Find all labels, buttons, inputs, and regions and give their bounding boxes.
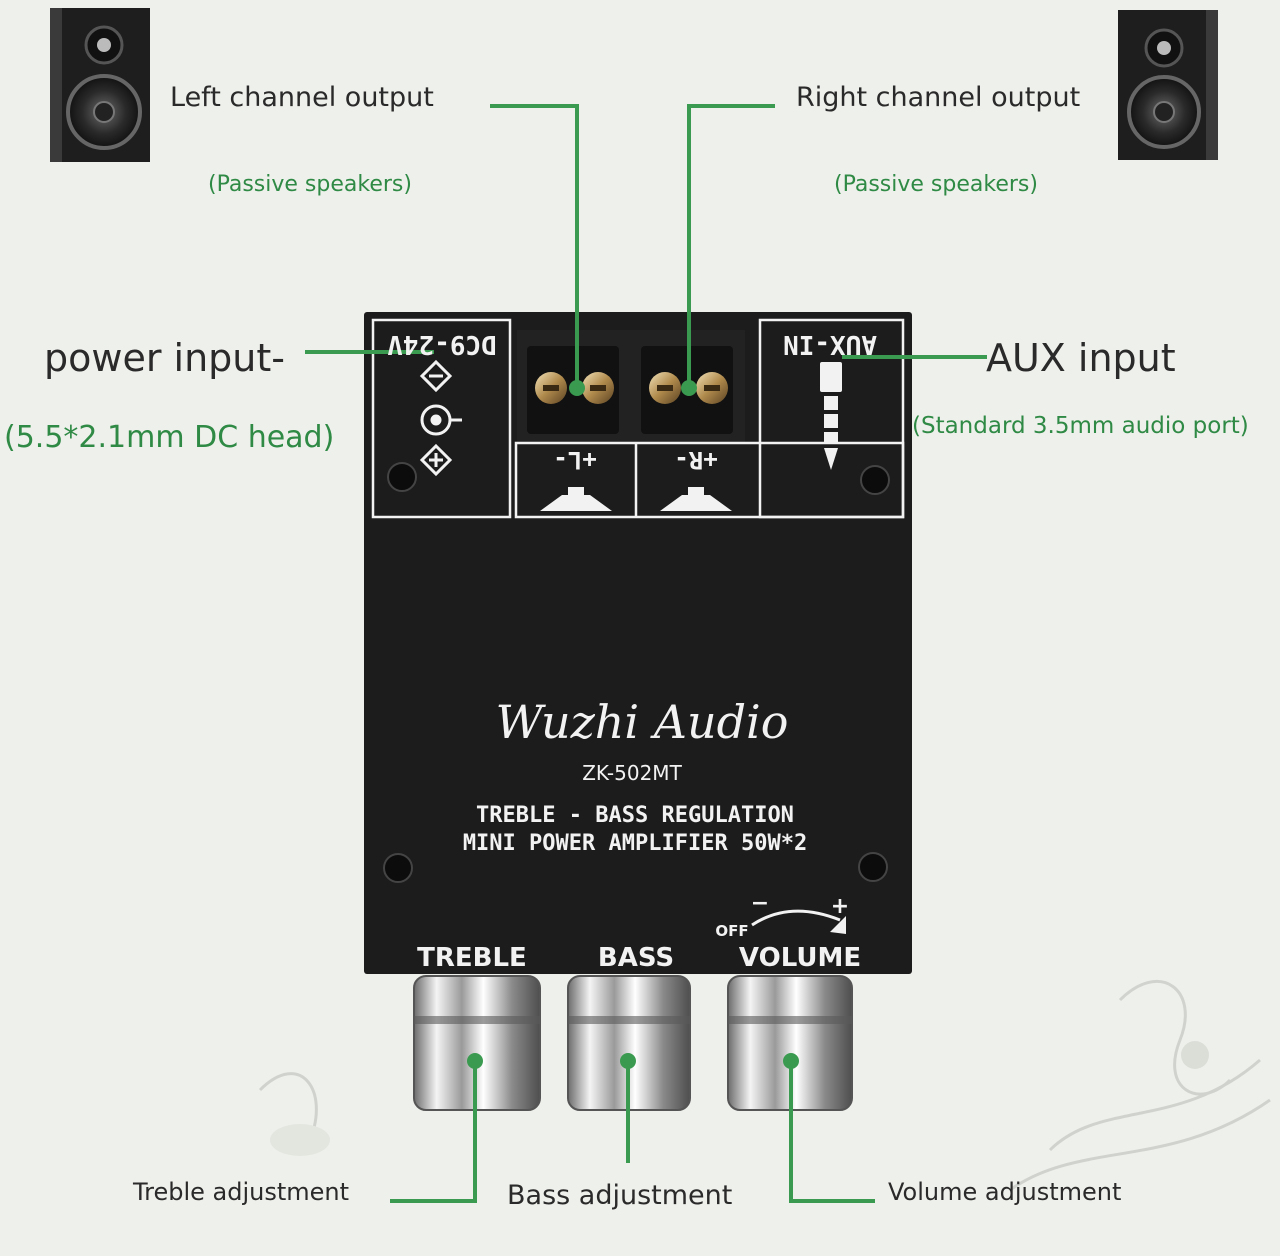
volume-adjustment-label: Volume adjustment xyxy=(888,1178,1122,1206)
model-number: ZK-502MT xyxy=(582,761,682,785)
speaker-icon xyxy=(50,8,150,162)
left-terminal-label: +L- xyxy=(553,446,596,474)
aux-input-sublabel: (Standard 3.5mm audio port) xyxy=(912,413,1249,439)
power-input-sublabel: (5.5*2.1mm DC head) xyxy=(4,420,335,455)
dc-voltage-label: DC9-24V xyxy=(387,329,497,359)
right-terminal-label: +R- xyxy=(674,446,717,474)
aux-input-label: AUX input xyxy=(986,336,1176,380)
volume-off-label: OFF xyxy=(715,922,748,940)
board-line-2: MINI POWER AMPLIFIER 50W*2 xyxy=(463,831,807,856)
speaker-icon xyxy=(1118,10,1218,160)
leader-lines xyxy=(305,104,987,1203)
power-input-label: power input- xyxy=(44,336,285,380)
aux-jack-icon xyxy=(820,362,842,470)
board-line-1: TREBLE - BASS REGULATION xyxy=(476,803,794,828)
mount-screw xyxy=(383,462,890,883)
dc-jack-icon xyxy=(419,359,462,477)
volume-arc xyxy=(751,909,846,934)
knob-label-volume: VOLUME xyxy=(739,943,861,973)
speaker-glyph-icon xyxy=(540,487,732,511)
left-output-label: Left channel output xyxy=(170,82,434,113)
brand-name: Wuzhi Audio xyxy=(496,695,789,749)
volume-plus-label: + xyxy=(831,894,849,919)
right-output-sublabel: (Passive speakers) xyxy=(834,172,1038,197)
music-notes-icon xyxy=(258,980,1271,1192)
volume-minus-label: − xyxy=(751,891,769,916)
knob-label-treble: TREBLE xyxy=(417,943,527,973)
left-output-sublabel: (Passive speakers) xyxy=(208,172,412,197)
knob-label-bass: BASS xyxy=(598,943,674,973)
bass-adjustment-label: Bass adjustment xyxy=(507,1180,733,1211)
right-output-label: Right channel output xyxy=(796,82,1081,113)
treble-adjustment-label: Treble adjustment xyxy=(133,1178,350,1206)
aux-in-label: AUX-IN xyxy=(783,329,877,359)
